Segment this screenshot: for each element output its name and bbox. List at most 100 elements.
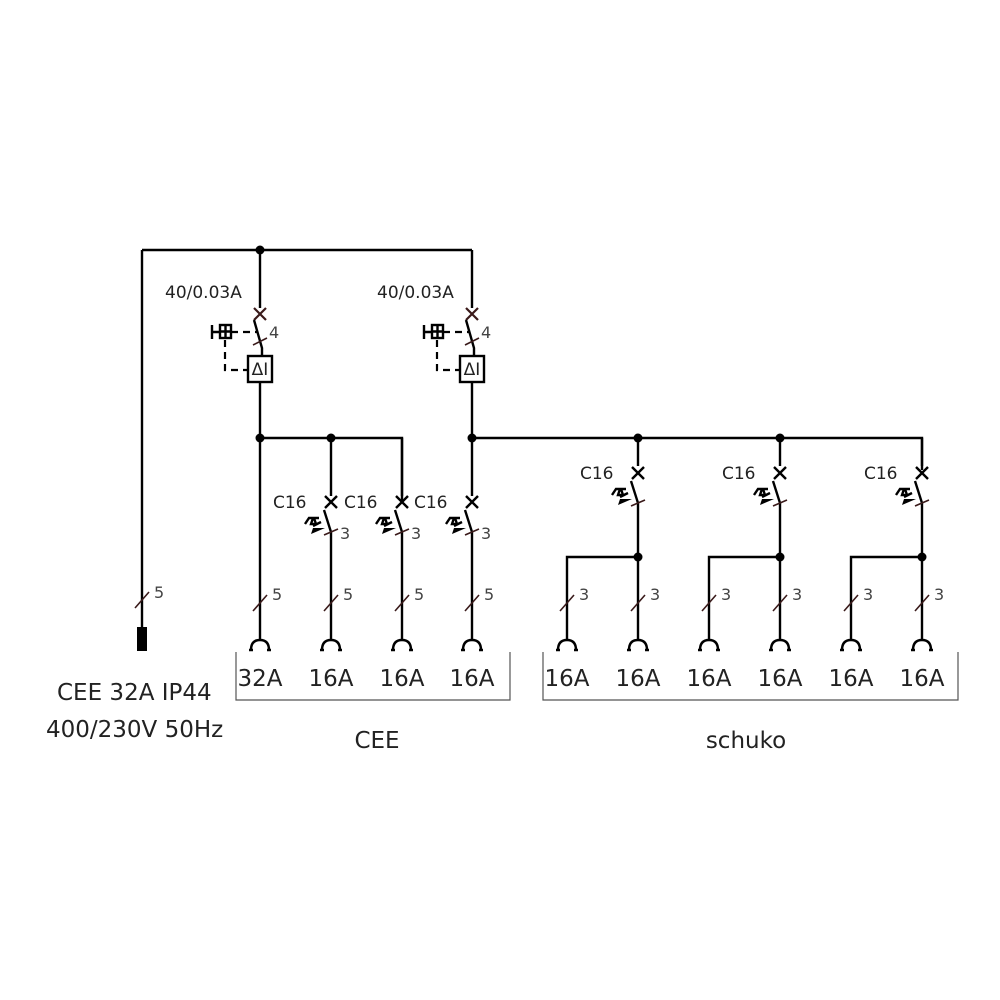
rcd-switch-icon xyxy=(252,319,264,356)
conductor-count: 5 xyxy=(414,585,424,604)
conductor-count: 3 xyxy=(863,585,873,604)
breaker-contact-x-icon xyxy=(465,495,479,509)
test-button-icon xyxy=(210,325,220,339)
thermal-trip-icon xyxy=(445,516,463,528)
thermal-trip-icon xyxy=(611,487,629,499)
supply-conductors: 5 xyxy=(154,583,164,602)
test-button-icon xyxy=(422,325,432,339)
socket-icon xyxy=(698,638,720,652)
conductor-count: 5 xyxy=(272,585,282,604)
socket-icon xyxy=(461,638,483,652)
socket-icon xyxy=(911,638,933,652)
socket-icon xyxy=(556,638,578,652)
outlet-rating: 16A xyxy=(379,666,424,692)
test-button-icon xyxy=(220,325,231,338)
mcb-rating: C16 xyxy=(273,493,307,513)
pole-slash xyxy=(914,499,930,507)
branch-line xyxy=(849,511,924,640)
socket-icon xyxy=(840,638,862,652)
rcd-poles: 4 xyxy=(269,323,279,342)
conductor-count: 5 xyxy=(484,585,494,604)
branch-line xyxy=(565,511,640,640)
thermal-trip-icon xyxy=(375,516,393,528)
socket-icon xyxy=(769,638,791,652)
mcb-switch-icon xyxy=(771,480,782,511)
pole-slash xyxy=(464,337,480,346)
thermal-trip-icon xyxy=(753,487,771,499)
pole-slash xyxy=(630,499,646,507)
rcd-rating: 40/0.03A xyxy=(165,283,242,303)
supply-plug xyxy=(137,627,147,651)
thermal-trip-icon xyxy=(895,487,913,499)
conductor-count: 3 xyxy=(792,585,802,604)
mechanical-link xyxy=(223,330,258,372)
pole-slash xyxy=(394,528,410,536)
pole-slash xyxy=(772,499,788,507)
schuko-group-bracket xyxy=(542,652,959,701)
junction-dot xyxy=(775,552,785,562)
mcb-rating: C16 xyxy=(344,493,378,513)
breaker-contact-x-icon xyxy=(631,466,645,480)
conductor-count: 5 xyxy=(343,585,353,604)
outlet-rating: 16A xyxy=(686,666,731,692)
outlet-rating: 16A xyxy=(449,666,494,692)
magnetic-trip-arrow-icon xyxy=(382,528,396,534)
socket-icon xyxy=(391,638,413,652)
mcb-rating: C16 xyxy=(414,493,448,513)
outlet-rating: 32A xyxy=(237,666,282,692)
test-button-icon xyxy=(432,325,443,338)
outlet-rating: 16A xyxy=(615,666,660,692)
junction-dot xyxy=(633,552,643,562)
outlet-rating: 16A xyxy=(899,666,944,692)
magnetic-trip-arrow-icon xyxy=(452,528,466,534)
magnetic-trip-arrow-icon xyxy=(618,499,632,505)
pole-slash xyxy=(464,528,480,536)
pole-slash xyxy=(323,528,339,536)
socket-icon xyxy=(627,638,649,652)
junction-dot xyxy=(917,552,927,562)
conductor-slash xyxy=(394,594,410,612)
breaker-contact-x-icon xyxy=(915,466,929,480)
mcb-rating: C16 xyxy=(864,464,898,484)
mcb-poles: 3 xyxy=(481,524,491,543)
magnetic-trip-arrow-icon xyxy=(311,528,325,534)
conductor-count: 3 xyxy=(579,585,589,604)
conductor-slash xyxy=(559,594,575,612)
conductor-slash xyxy=(464,594,480,612)
conductor-count: 3 xyxy=(721,585,731,604)
conductor-slash xyxy=(843,594,859,612)
rcd-switch-icon xyxy=(464,319,476,356)
conductor-count: 3 xyxy=(934,585,944,604)
cee-group-label: CEE xyxy=(354,728,399,754)
conductor-slash xyxy=(323,594,339,612)
conductor-slash xyxy=(701,594,717,612)
mcb-poles: 3 xyxy=(411,524,421,543)
rcd-poles: 4 xyxy=(481,323,491,342)
rcd-rating: 40/0.03A xyxy=(377,283,454,303)
supply-label-1: CEE 32A IP44 xyxy=(57,680,212,706)
outlet-rating: 16A xyxy=(828,666,873,692)
outlet-rating: 16A xyxy=(544,666,589,692)
breaker-contact-x-icon xyxy=(395,495,409,509)
outlet-rating: 16A xyxy=(308,666,353,692)
schuko-group-label: schuko xyxy=(706,728,786,754)
magnetic-trip-arrow-icon xyxy=(760,499,774,505)
mcb-switch-icon xyxy=(322,509,333,540)
schuko-bus xyxy=(472,436,924,470)
conductor-slash xyxy=(630,594,646,612)
rcd-symbol: ΔI xyxy=(252,360,269,380)
pole-slash xyxy=(252,337,268,346)
breaker-contact-x-icon xyxy=(253,307,267,321)
rcd-symbol: ΔI xyxy=(464,360,481,380)
mechanical-link xyxy=(435,330,470,372)
cee-group-bracket xyxy=(235,652,511,701)
socket-icon xyxy=(249,638,271,652)
breaker-contact-x-icon xyxy=(324,495,338,509)
mcb-switch-icon xyxy=(393,509,404,540)
socket-icon xyxy=(320,638,342,652)
conductor-slash xyxy=(772,594,788,612)
mcb-switch-icon xyxy=(629,480,640,511)
supply-label-2: 400/230V 50Hz xyxy=(46,717,223,743)
breaker-contact-x-icon xyxy=(465,307,479,321)
